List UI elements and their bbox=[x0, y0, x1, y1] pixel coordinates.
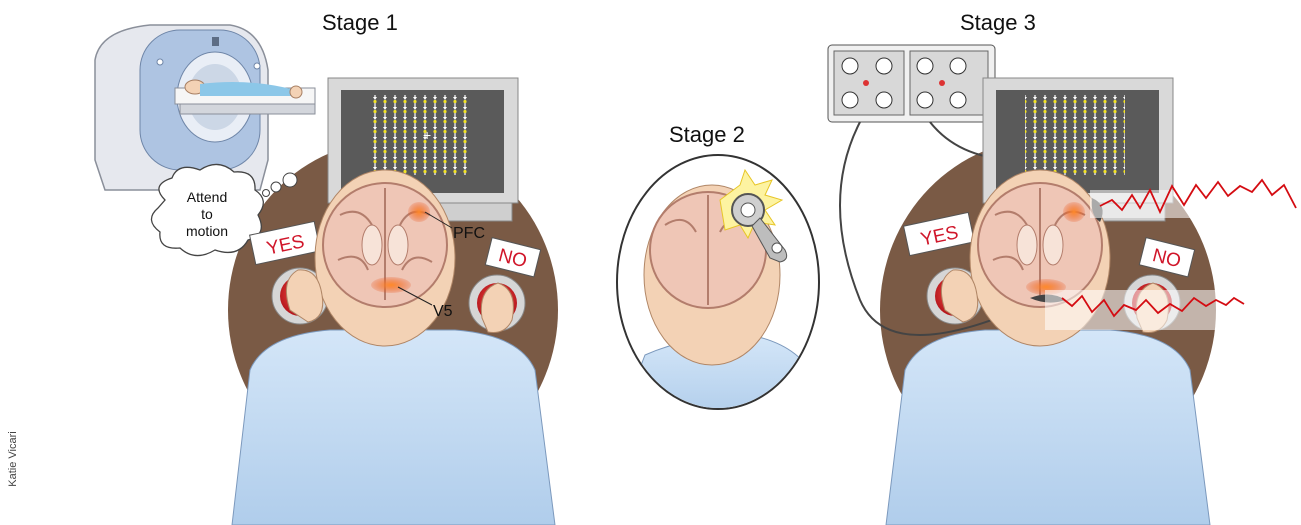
stage-3-panel: Stage 3 Y bbox=[828, 10, 1296, 525]
thought-line-1: Attend bbox=[187, 189, 227, 205]
pfc-activation bbox=[408, 202, 430, 222]
brain-section-3 bbox=[978, 183, 1102, 307]
stage-1-title: Stage 1 bbox=[322, 10, 398, 35]
stage-2-title: Stage 2 bbox=[669, 122, 745, 147]
eeg-trace-v5 bbox=[1045, 290, 1244, 330]
stage-1-panel: Stage 1 + bbox=[95, 10, 558, 525]
image-credit: Katie Vicari bbox=[7, 394, 19, 524]
eeg-amplifier-icon bbox=[828, 45, 995, 122]
pfc-label: PFC bbox=[453, 225, 485, 242]
v5-label: V5 bbox=[433, 303, 453, 320]
thought-line-3: motion bbox=[186, 223, 228, 239]
stage-3-title: Stage 3 bbox=[960, 10, 1036, 35]
stage-2-panel: Stage 2 bbox=[617, 122, 820, 420]
thought-line-2: to bbox=[201, 206, 213, 222]
brain-section-1 bbox=[323, 183, 447, 307]
svg-text:+: + bbox=[423, 127, 431, 143]
mri-scanner-icon bbox=[95, 25, 315, 190]
moving-dots-stimulus bbox=[372, 95, 472, 175]
